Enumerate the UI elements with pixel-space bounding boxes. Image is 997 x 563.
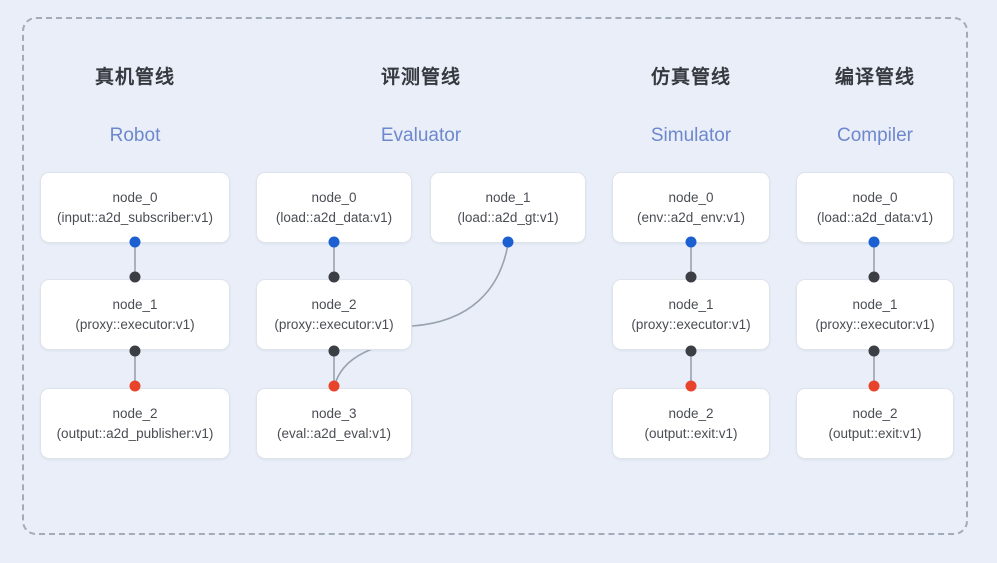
column-subtitle-robot: Robot: [109, 125, 161, 146]
node-type: (proxy::executor:v1): [75, 316, 195, 332]
node-id: node_3: [311, 405, 357, 421]
node-type: (env::a2d_env:v1): [636, 209, 746, 225]
port-out-simulator-1[interactable]: [685, 345, 697, 357]
column-title-simulator: 仿真管线: [650, 67, 731, 88]
node-compiler-1[interactable]: node_1 (proxy::executor:v1): [796, 279, 954, 350]
port-in-compiler-1[interactable]: [868, 271, 880, 283]
port-out-compiler-0[interactable]: [868, 236, 880, 248]
node-id: node_2: [852, 405, 898, 421]
node-id: node_0: [668, 189, 714, 205]
node-type: (proxy::executor:v1): [631, 316, 751, 332]
node-type: (output::exit:v1): [644, 425, 738, 441]
port-in-compiler-2[interactable]: [868, 380, 880, 392]
node-id: node_1: [668, 296, 714, 312]
node-type: (output::a2d_publisher:v1): [56, 425, 214, 441]
port-out-simulator-0[interactable]: [685, 236, 697, 248]
port-out-robot-1[interactable]: [129, 345, 141, 357]
port-in-simulator-1[interactable]: [685, 271, 697, 283]
port-out-evaluator-executor[interactable]: [328, 345, 340, 357]
column-title-evaluator: 评测管线: [380, 67, 461, 88]
node-id: node_0: [112, 189, 158, 205]
node-id: node_0: [852, 189, 898, 205]
node-evaluator-executor[interactable]: node_2 (proxy::executor:v1): [256, 279, 412, 350]
node-simulator-2[interactable]: node_2 (output::exit:v1): [612, 388, 770, 459]
node-id: node_0: [311, 189, 357, 205]
node-type: (load::a2d_gt:v1): [457, 209, 559, 225]
node-evaluator-0[interactable]: node_0 (load::a2d_data:v1): [256, 172, 412, 243]
node-compiler-2[interactable]: node_2 (output::exit:v1): [796, 388, 954, 459]
port-in-simulator-2[interactable]: [685, 380, 697, 392]
port-out-evaluator-gt[interactable]: [502, 236, 514, 248]
pipeline-group-frame: [22, 17, 968, 535]
column-title-compiler: 编译管线: [834, 67, 915, 88]
column-subtitle-compiler: Compiler: [836, 125, 914, 146]
node-robot-2[interactable]: node_2 (output::a2d_publisher:v1): [40, 388, 230, 459]
node-evaluator-eval[interactable]: node_3 (eval::a2d_eval:v1): [256, 388, 412, 459]
node-id: node_1: [852, 296, 898, 312]
node-type: (proxy::executor:v1): [815, 316, 935, 332]
node-type: (load::a2d_data:v1): [275, 209, 393, 225]
port-in-evaluator-eval[interactable]: [328, 380, 340, 392]
port-out-compiler-1[interactable]: [868, 345, 880, 357]
node-type: (proxy::executor:v1): [274, 316, 394, 332]
node-type: (load::a2d_data:v1): [816, 209, 934, 225]
node-id: node_2: [311, 296, 357, 312]
node-type: (eval::a2d_eval:v1): [276, 425, 392, 441]
node-id: node_1: [112, 296, 158, 312]
node-id: node_1: [485, 189, 531, 205]
node-type: (input::a2d_subscriber:v1): [56, 209, 214, 225]
node-simulator-1[interactable]: node_1 (proxy::executor:v1): [612, 279, 770, 350]
node-evaluator-gt[interactable]: node_1 (load::a2d_gt:v1): [430, 172, 586, 243]
node-id: node_2: [112, 405, 158, 421]
node-simulator-0[interactable]: node_0 (env::a2d_env:v1): [612, 172, 770, 243]
port-in-robot-2[interactable]: [129, 380, 141, 392]
node-id: node_2: [668, 405, 714, 421]
column-subtitle-simulator: Simulator: [650, 125, 732, 146]
column-subtitle-evaluator: Evaluator: [380, 125, 462, 146]
node-robot-1[interactable]: node_1 (proxy::executor:v1): [40, 279, 230, 350]
node-type: (output::exit:v1): [828, 425, 922, 441]
node-compiler-0[interactable]: node_0 (load::a2d_data:v1): [796, 172, 954, 243]
column-title-robot: 真机管线: [94, 67, 175, 88]
port-out-evaluator-0[interactable]: [328, 236, 340, 248]
port-out-robot-0[interactable]: [129, 236, 141, 248]
port-in-robot-1[interactable]: [129, 271, 141, 283]
port-in-evaluator-executor[interactable]: [328, 271, 340, 283]
node-robot-0[interactable]: node_0 (input::a2d_subscriber:v1): [40, 172, 230, 243]
